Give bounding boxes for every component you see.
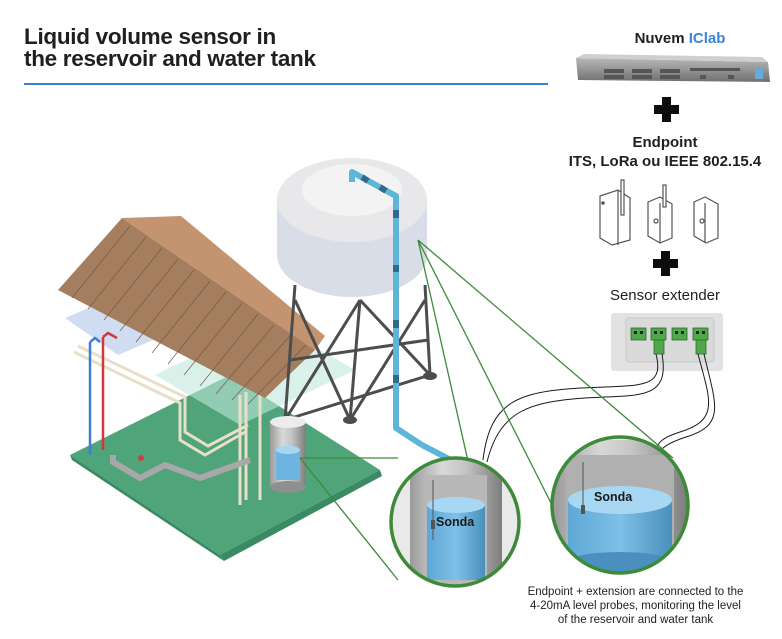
plus-icon [654,97,679,122]
endpoint-device-antenna-small [647,184,673,244]
endpoint-protocols: ITS, LoRa ou IEEE 802.15.4 [568,153,762,170]
magnifier-reservoir [389,456,521,588]
endpoint-label: Endpoint ITS, LoRa ou IEEE 802.15.4 [548,133,782,171]
cloud-label: Nuvem IClab [590,30,770,47]
probe-label-water-tower: Sonda [594,490,633,504]
title-line-2: the reservoir and water tank [24,46,316,71]
sensor-extender-icon [611,313,723,371]
page-title: Liquid volume sensor in the reservoir an… [24,24,316,71]
magnifier-water-tower [550,435,690,575]
endpoint-device-antenna-large [599,179,631,246]
endpoint-device-no-antenna [693,196,719,244]
building-with-roof-icon [58,216,382,561]
rack-server-icon [576,54,770,82]
title-line-1: Liquid volume sensor in [24,24,276,49]
endpoint-devices [599,179,719,246]
cloud-prefix: Nuvem [634,30,689,47]
caption-line-3: of the reservoir and water tank [557,614,714,626]
reservoir-cylinder-icon [270,416,306,493]
caption: Endpoint + extension are connected to th… [498,585,773,627]
cloud-brand: IClab [688,30,726,47]
title-divider [24,83,548,85]
probe-label-reservoir: Sonda [436,515,475,529]
sensor-extender-label: Sensor extender [609,287,721,304]
caption-line-1: Endpoint + extension are connected to th… [527,586,744,598]
callout-lines [299,239,674,581]
caption-line-2: 4-20mA level probes, monitoring the leve… [530,600,741,612]
endpoint-title: Endpoint [632,134,698,151]
plus-icon [653,251,678,276]
